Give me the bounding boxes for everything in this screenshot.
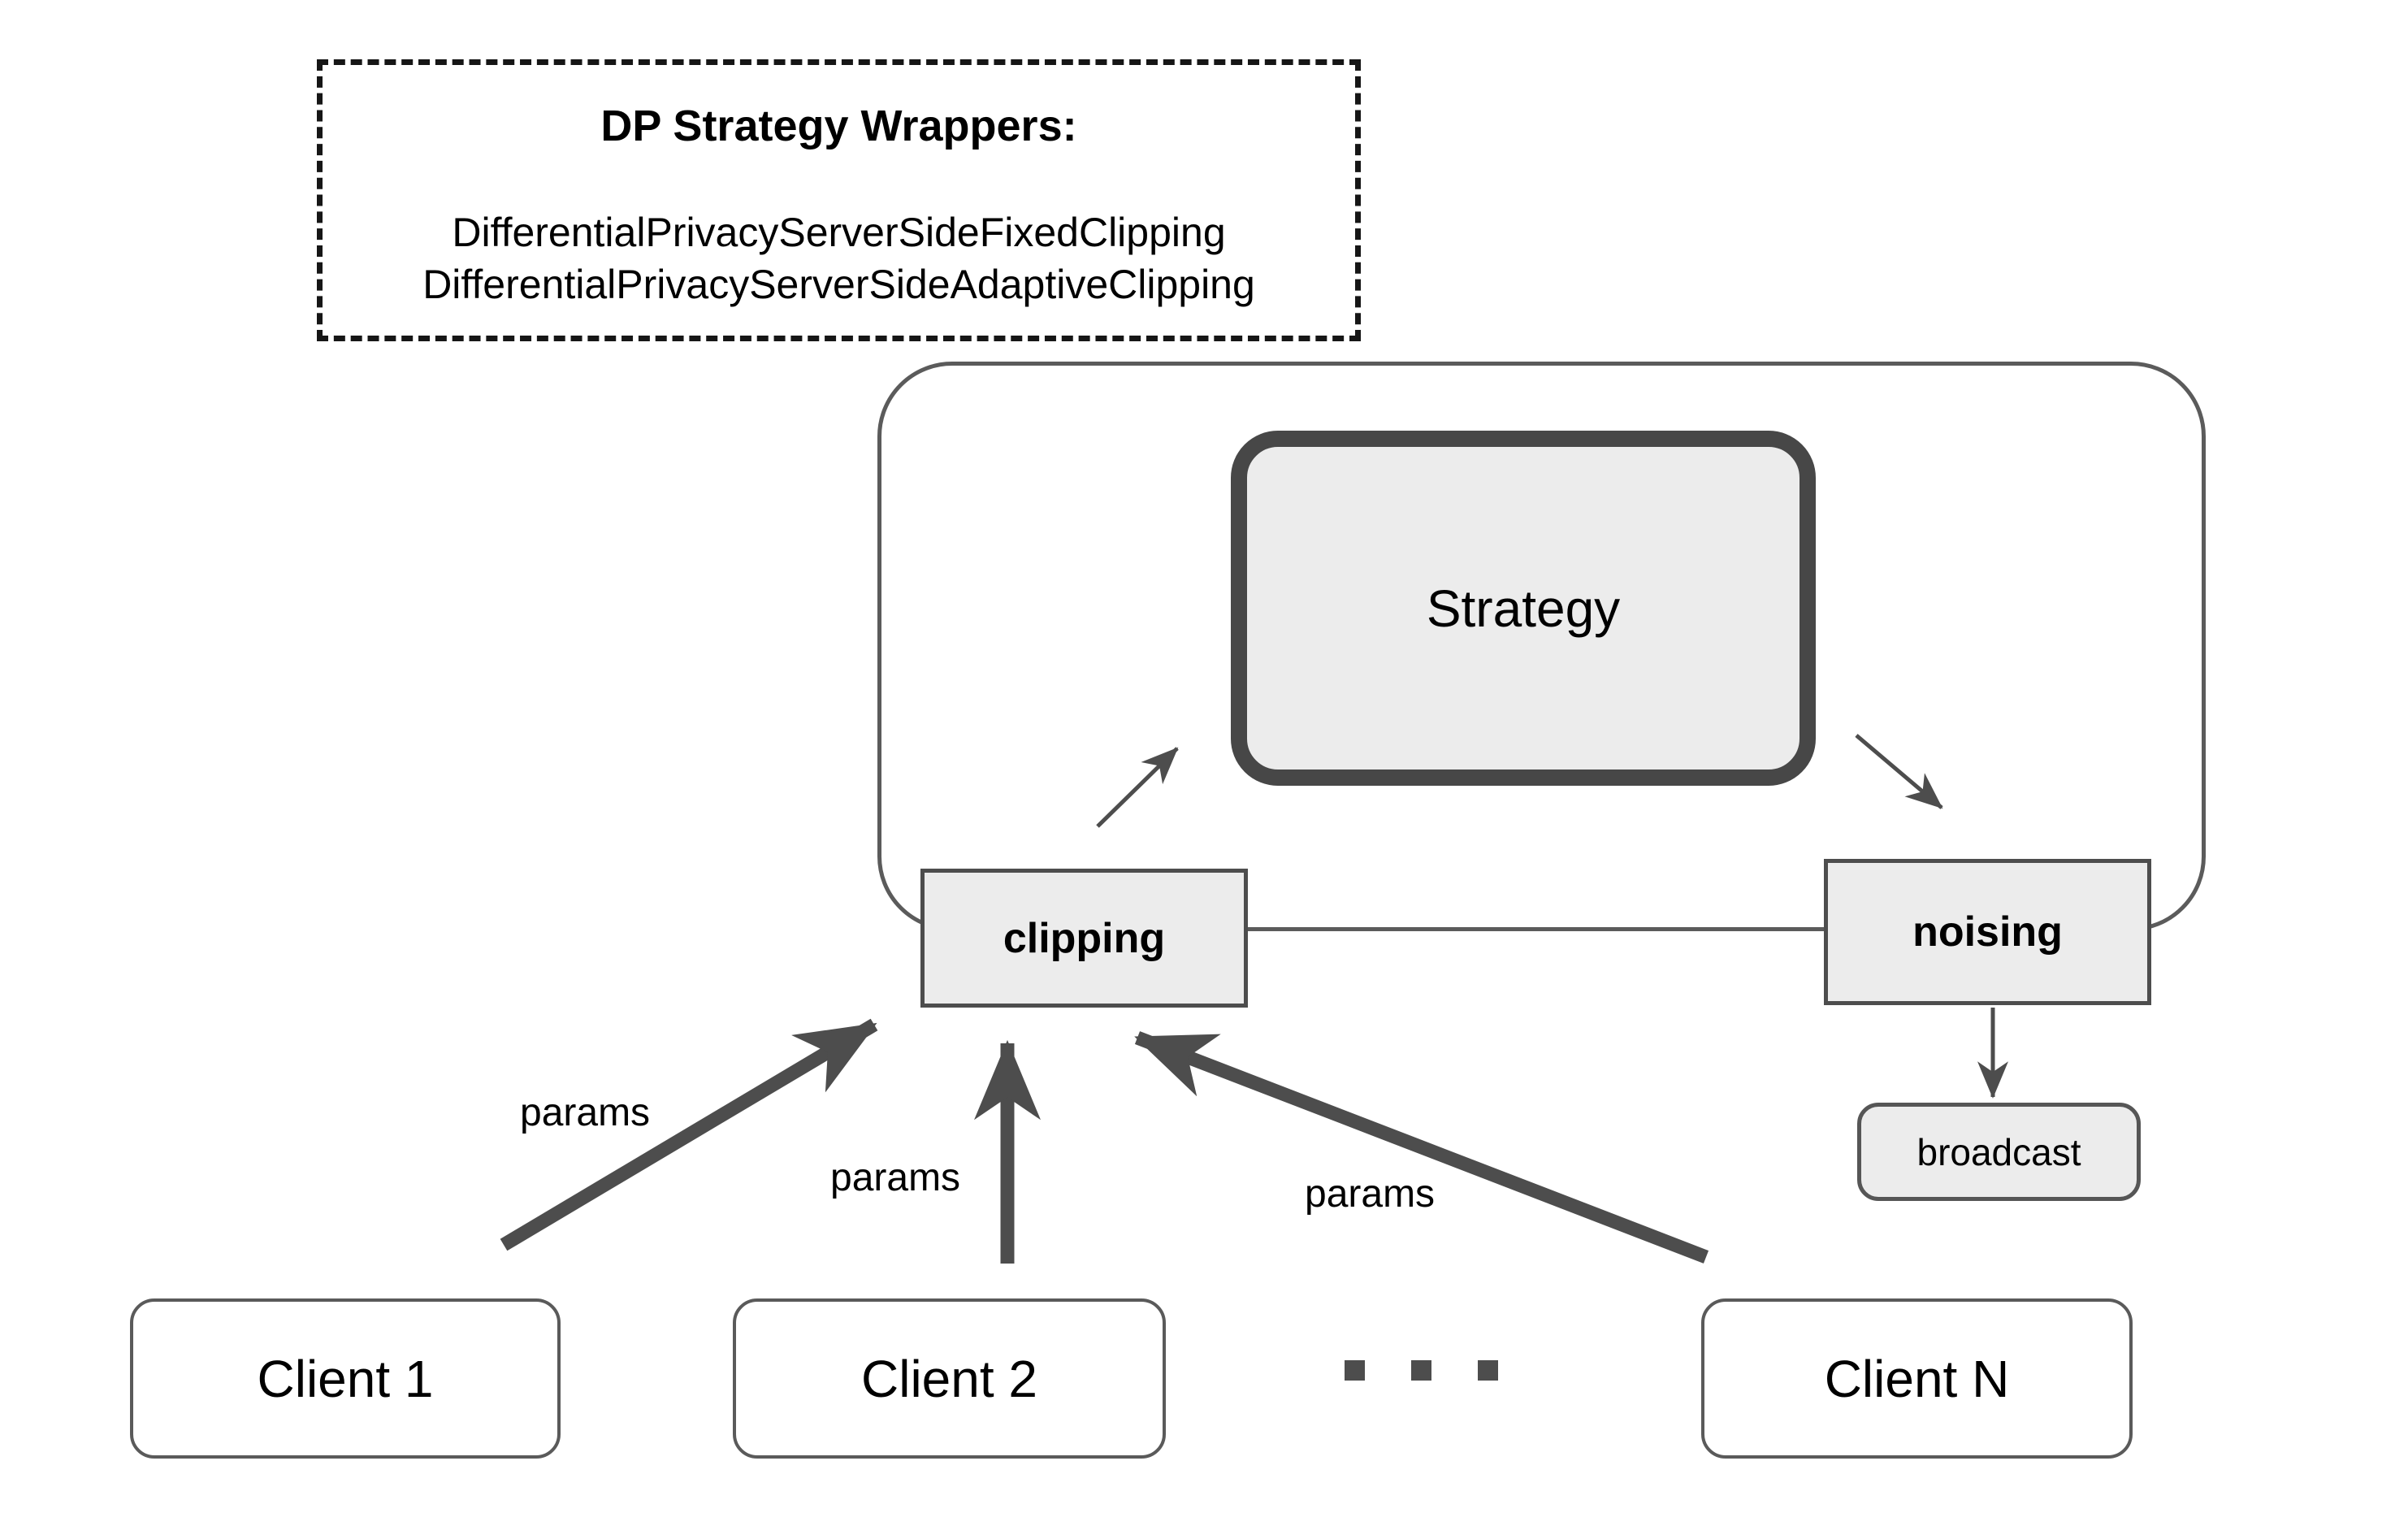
broadcast-label: broadcast <box>1916 1130 2081 1173</box>
client-2-label: Client 2 <box>861 1349 1037 1408</box>
noising-label: noising <box>1912 908 2063 956</box>
clipping-box: clipping <box>920 869 1248 1008</box>
wrapper-title: DP Strategy Wrappers: <box>600 102 1077 150</box>
wrapper-class-fixed-clipping: DifferentialPrivacyServerSideFixedClippi… <box>452 210 1226 255</box>
broadcast-box: broadcast <box>1857 1103 2141 1201</box>
ellipsis-dot <box>1478 1360 1498 1381</box>
params-label-client2: params <box>830 1156 961 1199</box>
strategy-box: Strategy <box>1231 431 1816 786</box>
client-n-label: Client N <box>1824 1349 2010 1408</box>
dp-strategy-wrappers-box: DP Strategy Wrappers: DifferentialPrivac… <box>317 59 1361 341</box>
noising-box: noising <box>1824 859 2151 1005</box>
clipping-label: clipping <box>1003 914 1166 962</box>
strategy-label: Strategy <box>1426 579 1621 638</box>
arrow-clientN-to-clipping <box>1134 1031 1709 1264</box>
client-1-box: Client 1 <box>130 1298 561 1459</box>
params-label-client1: params <box>520 1091 651 1134</box>
client-n-box: Client N <box>1701 1298 2133 1459</box>
ellipsis-icon <box>1345 1360 1498 1381</box>
wrapper-class-adaptive-clipping: DifferentialPrivacyServerSideAdaptiveCli… <box>422 262 1255 307</box>
params-label-clientN: params <box>1305 1173 1436 1216</box>
ellipsis-dot <box>1345 1360 1365 1381</box>
wrapper-class-list: DifferentialPrivacyServerSideFixedClippi… <box>323 206 1355 310</box>
client-1-label: Client 1 <box>257 1349 434 1408</box>
client-2-box: Client 2 <box>733 1298 1166 1459</box>
ellipsis-dot <box>1411 1360 1431 1381</box>
